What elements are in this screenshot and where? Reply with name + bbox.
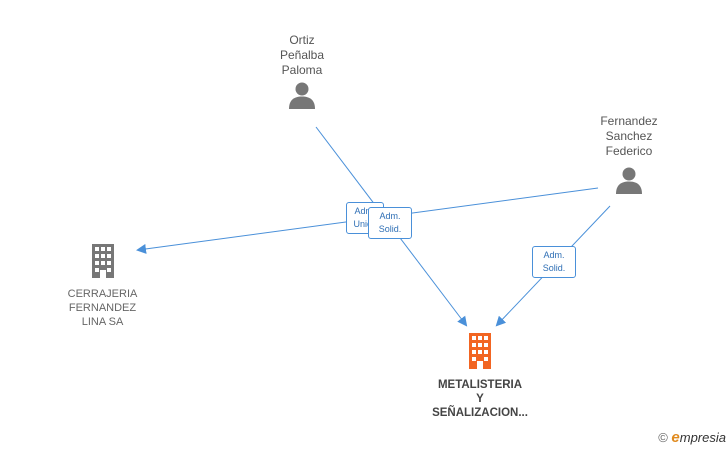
person-ortiz[interactable]: Ortiz Peñalba Paloma bbox=[252, 33, 352, 115]
person-fernandez[interactable]: Fernandez Sanchez Federico bbox=[579, 114, 679, 200]
person-name: Fernandez Sanchez Federico bbox=[600, 114, 658, 158]
person-icon bbox=[289, 82, 315, 109]
building-icon bbox=[91, 244, 114, 278]
building-icon bbox=[469, 333, 491, 369]
edge-label-adm-solid-right[interactable]: Adm. Solid. bbox=[532, 246, 576, 278]
company-name: CERRAJERIA FERNANDEZ LINA SA bbox=[67, 288, 138, 328]
brand-footer: © empresia bbox=[658, 429, 726, 446]
company-cerrajeria[interactable]: CERRAJERIA FERNANDEZ LINA SA bbox=[50, 244, 155, 329]
empresia-logo: empresia bbox=[671, 429, 726, 446]
person-name: Ortiz Peñalba Paloma bbox=[279, 33, 325, 77]
edge-label-adm-solid-center[interactable]: Adm. Solid. bbox=[368, 207, 412, 239]
person-icon bbox=[616, 167, 642, 194]
copyright-icon: © bbox=[658, 430, 668, 445]
company-name: METALISTERIA Y SEÑALIZACION... bbox=[432, 379, 528, 419]
company-metalisteria[interactable]: METALISTERIA Y SEÑALIZACION... bbox=[415, 333, 545, 420]
